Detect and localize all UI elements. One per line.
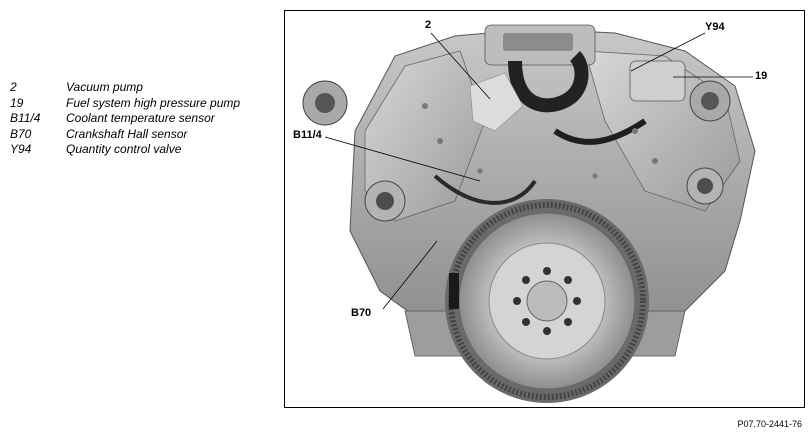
callout-quantity-control-valve: Y94	[705, 21, 725, 33]
callout-high-pressure-pump: 19	[755, 70, 768, 82]
legend-item-crank-sensor: B70 Crankshaft Hall sensor	[10, 127, 240, 143]
legend-code: B70	[10, 126, 32, 141]
legend-description: Vacuum pump	[66, 80, 143, 94]
legend-code: B11/4	[10, 111, 41, 125]
callout-coolant-temp-sensor: B11/4	[293, 129, 322, 141]
legend-item-hp-pump: 19 Fuel system high pressure pump	[10, 96, 240, 112]
engine-illustration-frame: 2 Y94 19 B11/4 B70	[284, 10, 805, 408]
legend-code: 2	[10, 80, 17, 94]
legend-code: 19	[10, 95, 24, 110]
legend-item-coolant-sensor: B11/4 Coolant temperature sensor	[10, 111, 240, 127]
flywheel	[445, 199, 649, 403]
legend-item-vacuum-pump: 2 Vacuum pump	[10, 80, 240, 96]
engine-illustration	[302, 24, 756, 403]
legend-description: Quantity control valve	[66, 142, 182, 156]
legend-item-quantity-valve: Y94 Quantity control valve	[10, 142, 240, 158]
callout-crankshaft-hall-sensor: B70	[351, 307, 372, 319]
figure-id: P07.70-2441-76	[737, 419, 802, 429]
legend-description: Coolant temperature sensor	[66, 111, 215, 125]
legend: 2 Vacuum pump 19 Fuel system high pressu…	[10, 80, 240, 158]
leader-lines	[324, 32, 753, 310]
callout-vacuum-pump: 2	[425, 19, 432, 31]
legend-description: Crankshaft Hall sensor	[66, 126, 188, 141]
legend-code: Y94	[10, 142, 32, 156]
legend-description: Fuel system high pressure pump	[66, 95, 241, 110]
